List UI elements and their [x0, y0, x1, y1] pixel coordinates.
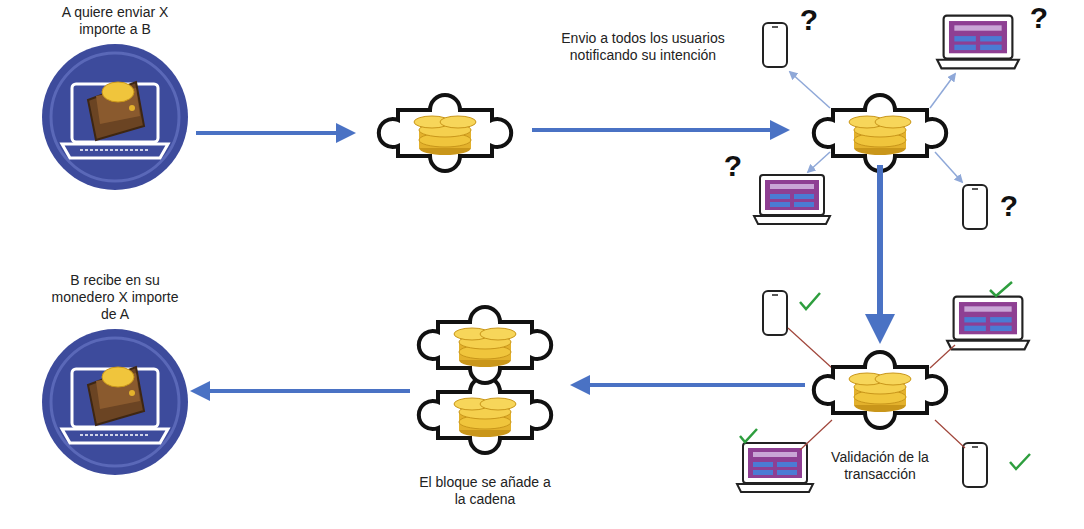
node-caption: B recibe en su monedero X importe de A	[50, 272, 180, 323]
question-mark: ?	[718, 150, 748, 182]
arrow-label: Envio a todos los usuarios notificando s…	[548, 30, 738, 64]
question-mark: ?	[994, 190, 1024, 222]
wallet-circle: B recibe en su monedero X importe de A	[35, 272, 195, 477]
question-mark: ?	[1024, 2, 1054, 34]
wallet-circle: A quiere enviar X importe a B	[35, 4, 195, 192]
node-caption: A quiere enviar X importe a B	[60, 4, 170, 38]
coin-puzzle-icon	[400, 300, 570, 460]
node-caption: El bloque se añade a la cadena	[415, 474, 555, 508]
coin-puzzle-icon	[795, 345, 965, 435]
block-piece: Validación de la transacción	[795, 345, 965, 483]
question-mark: ?	[794, 4, 824, 36]
block-chain: El bloque se añade a la cadena	[395, 300, 575, 508]
flow-arrow	[194, 389, 410, 393]
laptop-wallet-icon	[40, 42, 190, 192]
laptop-wallet-icon	[40, 327, 190, 477]
flow-arrow	[574, 383, 805, 387]
node-caption: Validación de la transacción	[815, 449, 945, 483]
